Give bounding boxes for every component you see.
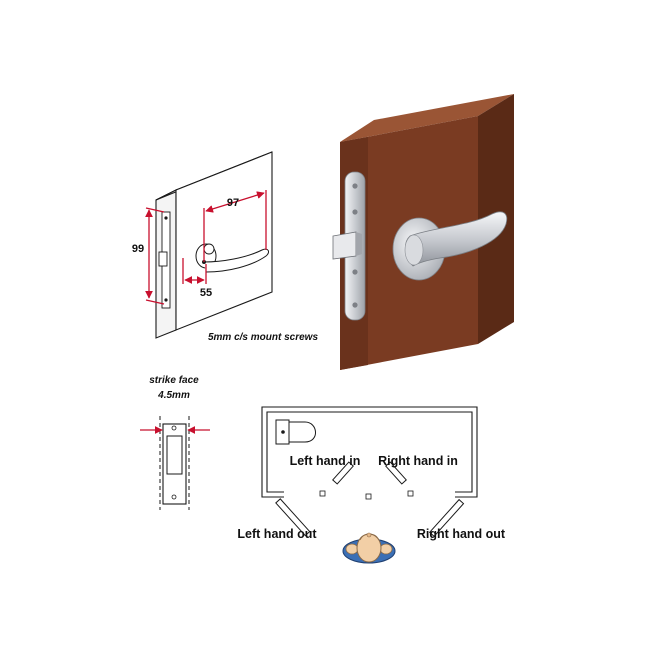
door-leaf-left-out [275, 498, 311, 537]
mount-screws-note: 5mm c/s mount screws [208, 332, 318, 343]
label-left-hand-in: Left hand in [290, 454, 361, 468]
lock-screw-1 [164, 216, 168, 220]
lock-screw-2 [164, 298, 168, 302]
door-leaf-left-in [332, 461, 354, 485]
person-top-view-icon [342, 532, 396, 564]
door-top-face [340, 94, 514, 142]
strike-screw-top [171, 425, 177, 431]
room-outer-wall [261, 406, 478, 498]
handing-plan: Left hand in Right hand in Left hand out… [237, 406, 506, 564]
lock-lever-outline [203, 248, 270, 273]
strike-screw-bottom [171, 494, 177, 500]
forend-screw-bottom [352, 302, 358, 308]
door-leaf-right-in [385, 461, 407, 485]
strike-face-label: strike face [149, 375, 199, 386]
lever-neck [404, 234, 424, 266]
lock-front-face [175, 151, 273, 331]
room-inner-wall [266, 411, 473, 493]
lock-body-drawing: 99 97 55 5mm c/s mount screws [132, 151, 318, 343]
lock-latch-small [158, 251, 168, 267]
strike-face-thickness: 4.5mm [157, 390, 190, 401]
dimension-height: 99 [132, 243, 144, 255]
centre-marker [365, 493, 372, 500]
forend-screw-top [352, 183, 358, 189]
hinge-right-in [407, 490, 414, 497]
lock-follower-inner [203, 243, 215, 255]
latch-bolt [332, 231, 357, 260]
latch-bolt-side [356, 232, 362, 256]
door-leaf-right-out [428, 498, 465, 538]
toilet-icon [275, 419, 316, 445]
lever-handle [405, 211, 508, 267]
door-illustration [332, 94, 514, 370]
forend-screw-mid-top [352, 209, 358, 215]
dimension-width: 97 [227, 197, 239, 209]
strike-face-detail: strike face 4.5mm [140, 375, 210, 510]
label-right-hand-in: Right hand in [378, 454, 458, 468]
hinge-left-in [319, 490, 326, 497]
dimension-backset: 55 [200, 287, 212, 299]
label-right-hand-out: Right hand out [417, 527, 506, 541]
label-left-hand-out: Left hand out [237, 527, 317, 541]
forend-screw-mid-bottom [352, 269, 358, 275]
strike-opening [166, 435, 183, 475]
